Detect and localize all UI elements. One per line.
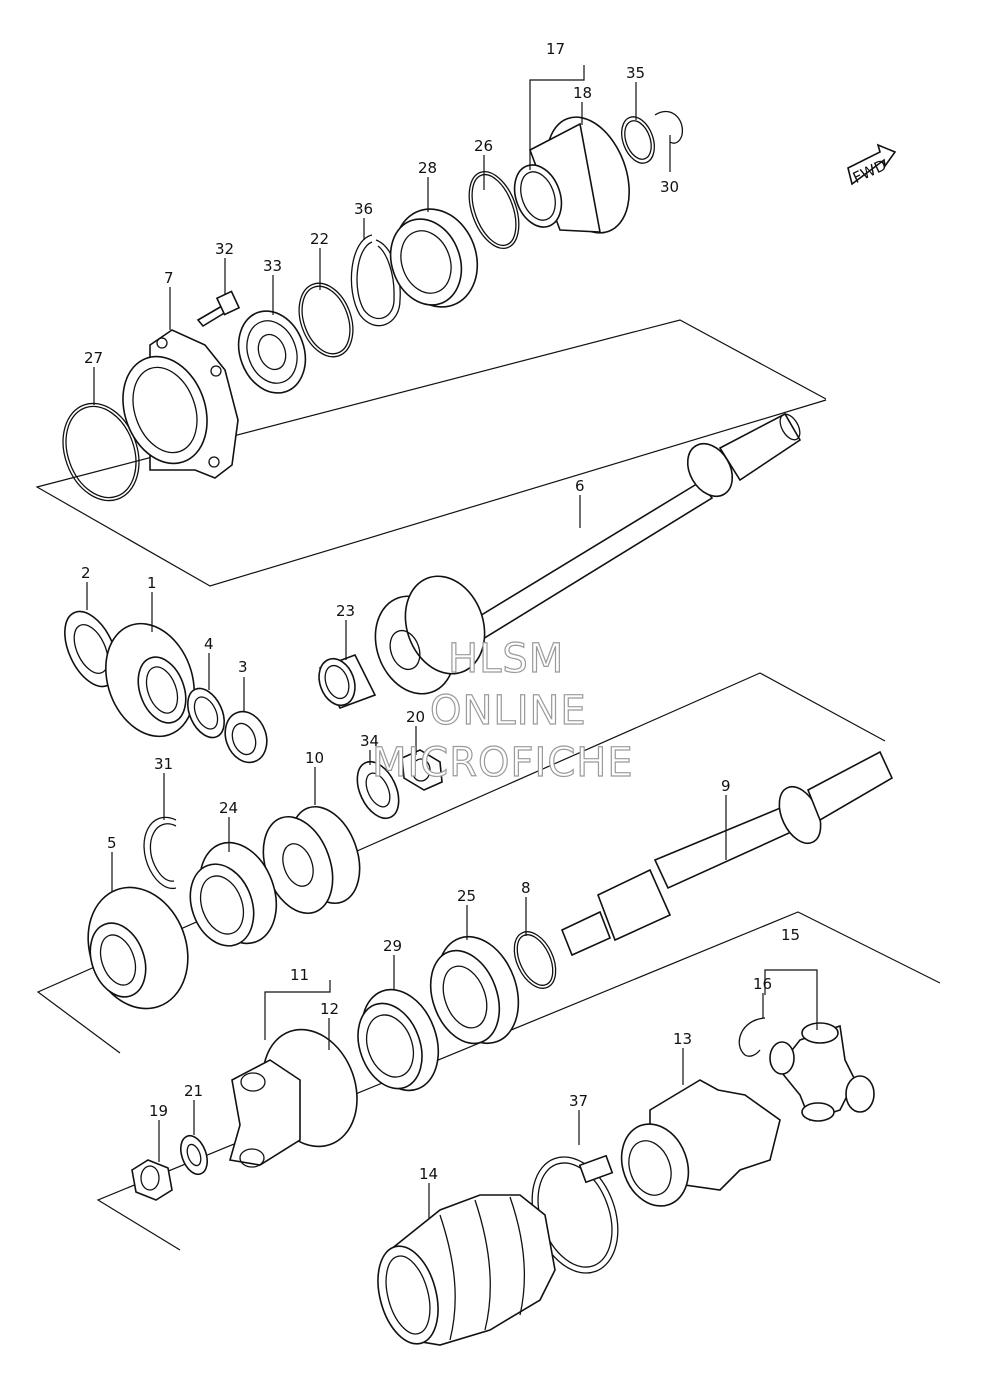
callout-labels: 1 2 3 4 5 6 7 8 9 10 11 12 13 14 15 16 1… — [81, 40, 800, 1183]
part-30-circlip — [654, 110, 683, 144]
callout-29: 29 — [383, 937, 402, 955]
part-11-yoke — [228, 1028, 358, 1168]
callout-13: 13 — [673, 1030, 692, 1048]
outline-upper — [35, 319, 827, 587]
part-20-nut — [401, 749, 443, 791]
part-7-housing — [122, 329, 239, 479]
part-6-gear — [374, 575, 486, 695]
part-15-spider — [769, 1022, 875, 1122]
watermark-line-1: HLSM — [448, 636, 564, 682]
part-33-bearing — [237, 310, 307, 394]
callout-1: 1 — [147, 574, 157, 592]
callout-18: 18 — [573, 84, 592, 102]
part-1-bevel-gear — [105, 622, 195, 738]
part-23-bushing — [318, 654, 377, 709]
callout-28: 28 — [418, 159, 437, 177]
part-32-bolt — [196, 290, 241, 328]
callout-36: 36 — [354, 200, 373, 218]
callout-14: 14 — [419, 1165, 438, 1183]
callout-15: 15 — [781, 926, 800, 944]
part-22-ring — [298, 282, 354, 358]
callout-17: 17 — [546, 40, 565, 58]
part-19-nut — [131, 1159, 173, 1201]
callout-30: 30 — [660, 178, 679, 196]
upper-parts — [62, 110, 802, 709]
callout-12: 12 — [320, 1000, 339, 1018]
callout-34: 34 — [360, 732, 379, 750]
leader-lines — [86, 65, 818, 1218]
part-14-boot — [377, 1194, 556, 1346]
outline-middle — [36, 672, 886, 1054]
part-13-yoke — [620, 1079, 781, 1207]
callout-9: 9 — [721, 777, 731, 795]
callout-4: 4 — [204, 635, 214, 653]
part-25-bearing — [429, 935, 520, 1045]
outline-lower — [96, 911, 941, 1251]
callout-8: 8 — [521, 879, 531, 897]
callout-31: 31 — [154, 755, 173, 773]
part-6-shaft — [463, 412, 802, 644]
watermark-line-2: ONLINE — [430, 688, 587, 734]
fwd-arrow-icon: FWD — [847, 143, 897, 187]
part-3-nut — [224, 710, 268, 764]
callout-3: 3 — [238, 658, 248, 676]
part-28-bearing — [389, 208, 479, 308]
part-31-circlip — [143, 817, 177, 890]
callout-35: 35 — [626, 64, 645, 82]
callout-37: 37 — [569, 1092, 588, 1110]
watermark-line-3: MICROFICHE — [372, 740, 634, 786]
callout-27: 27 — [84, 349, 103, 367]
callout-25: 25 — [457, 887, 476, 905]
watermark: HLSM ONLINE MICROFICHE — [371, 635, 634, 786]
part-21-washer — [180, 1134, 208, 1176]
callout-21: 21 — [184, 1082, 203, 1100]
callout-33: 33 — [263, 257, 282, 275]
callout-16: 16 — [753, 975, 772, 993]
group-outlines — [35, 319, 941, 1251]
part-26-ring — [468, 171, 520, 249]
callout-2: 2 — [81, 564, 91, 582]
part-24-bearing — [189, 841, 278, 947]
part-10-gear — [262, 805, 361, 915]
part-5-bevel-gear — [87, 886, 189, 1010]
part-35-ring — [621, 116, 655, 164]
callout-20: 20 — [406, 708, 425, 726]
callout-5: 5 — [107, 834, 117, 852]
callout-26: 26 — [474, 137, 493, 155]
callout-23: 23 — [336, 602, 355, 620]
lower-parts — [131, 935, 875, 1346]
callout-24: 24 — [219, 799, 238, 817]
part-9-shaft — [560, 750, 894, 957]
part-29-bearing — [357, 988, 440, 1092]
callout-22: 22 — [310, 230, 329, 248]
part-8-ring — [513, 931, 557, 989]
callout-11: 11 — [290, 966, 309, 984]
part-4-washer — [187, 687, 225, 739]
part-16-circlip — [738, 1017, 766, 1057]
callout-6: 6 — [575, 477, 585, 495]
fwd-label: FWD — [850, 156, 889, 187]
callout-19: 19 — [149, 1102, 168, 1120]
middle-parts — [64, 610, 894, 1010]
callout-7: 7 — [164, 269, 174, 287]
callout-10: 10 — [305, 749, 324, 767]
part-18-seal-housing — [513, 116, 630, 234]
callout-32: 32 — [215, 240, 234, 258]
